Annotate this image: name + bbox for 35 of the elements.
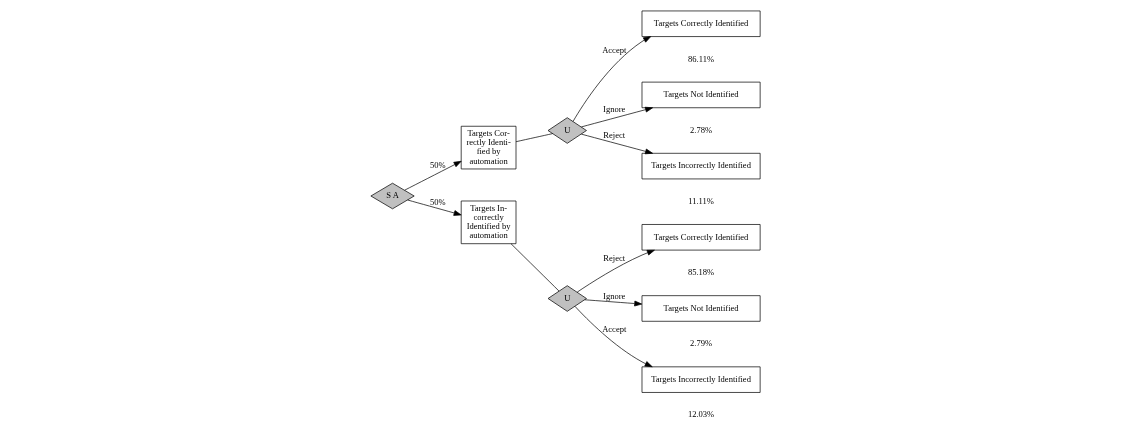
edge-label: 50% bbox=[429, 159, 446, 170]
edge-label: Reject bbox=[602, 130, 625, 141]
node-label: 2.79% bbox=[689, 338, 712, 349]
arrow bbox=[580, 133, 653, 155]
node-diamond: U bbox=[547, 285, 587, 312]
arrow bbox=[574, 305, 653, 368]
node-box: Targets Incorrectly Identified bbox=[641, 366, 760, 393]
node-box: Targets Not Identified bbox=[641, 295, 760, 322]
edge-label: Accept bbox=[601, 323, 626, 334]
edge-label: 50% bbox=[429, 196, 446, 207]
node-label: 85.18% bbox=[687, 267, 714, 278]
arrow bbox=[403, 160, 462, 191]
node-label: 12.03% bbox=[687, 409, 714, 420]
arrow bbox=[580, 106, 653, 128]
node-diamond: S A bbox=[370, 182, 415, 210]
node-label: 2.78% bbox=[689, 124, 712, 135]
edge-label: Ignore bbox=[602, 104, 625, 115]
node-diamond: U bbox=[547, 117, 587, 144]
node-box: Targets Not Identified bbox=[641, 81, 760, 109]
arrow bbox=[406, 199, 462, 216]
edge-label: Reject bbox=[602, 253, 625, 264]
edge-label: Ignore bbox=[602, 290, 625, 301]
edge-label: Accept bbox=[601, 45, 626, 56]
node-box: Targets In- correctly Identified by automation bbox=[460, 200, 516, 245]
arrow bbox=[583, 299, 642, 307]
node-label: 86.11% bbox=[687, 53, 714, 64]
arrow bbox=[576, 249, 655, 293]
node-label: 11.11% bbox=[687, 195, 714, 206]
node-box: Targets Correctly Identified bbox=[641, 224, 760, 251]
connector bbox=[515, 133, 553, 143]
node-box: Targets Cor- rectly Identi- fied by automation bbox=[460, 125, 516, 170]
arrow bbox=[572, 36, 651, 122]
connector bbox=[510, 243, 559, 292]
node-box: Targets Incorrectly Identified bbox=[641, 152, 760, 180]
node-box: Targets Correctly Identified bbox=[641, 10, 760, 37]
